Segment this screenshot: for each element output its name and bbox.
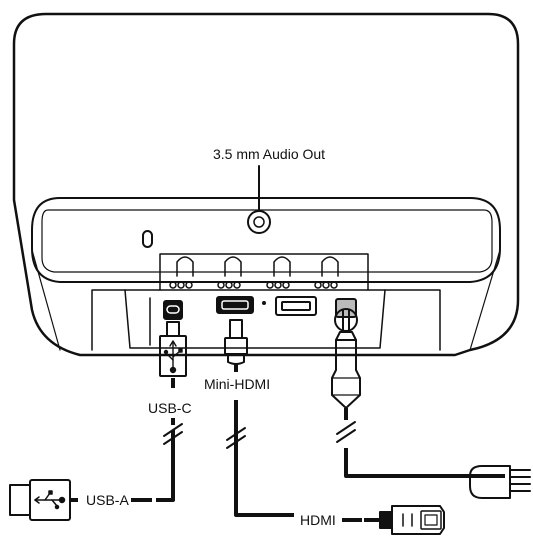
hdmi-label: HDMI [298, 512, 338, 528]
mini-hdmi-label: Mini-HDMI [202, 376, 273, 392]
usb-a-plug-icon [9, 479, 78, 521]
mini-hdmi-port [216, 296, 266, 314]
usb-a-label: USB-A [84, 492, 131, 508]
usb-a-port [275, 296, 317, 316]
audio-plug-icon [469, 465, 531, 499]
audio-jack-port [247, 165, 271, 234]
port-area [91, 289, 441, 351]
usb-c-cable [156, 321, 187, 502]
mini-hdmi-cable [224, 319, 294, 517]
indicator-slot [142, 230, 153, 248]
audio-port-bottom [334, 298, 358, 332]
hdmi-plug-icon [364, 505, 445, 535]
device-body [12, 12, 520, 357]
panel-clips [159, 253, 369, 291]
usb-c-label: USB-C [146, 400, 194, 416]
usb-c-port [163, 300, 183, 320]
audio-cable [331, 309, 505, 478]
back-panel [31, 197, 501, 351]
audio-out-label: 3.5 mm Audio Out [211, 146, 328, 162]
